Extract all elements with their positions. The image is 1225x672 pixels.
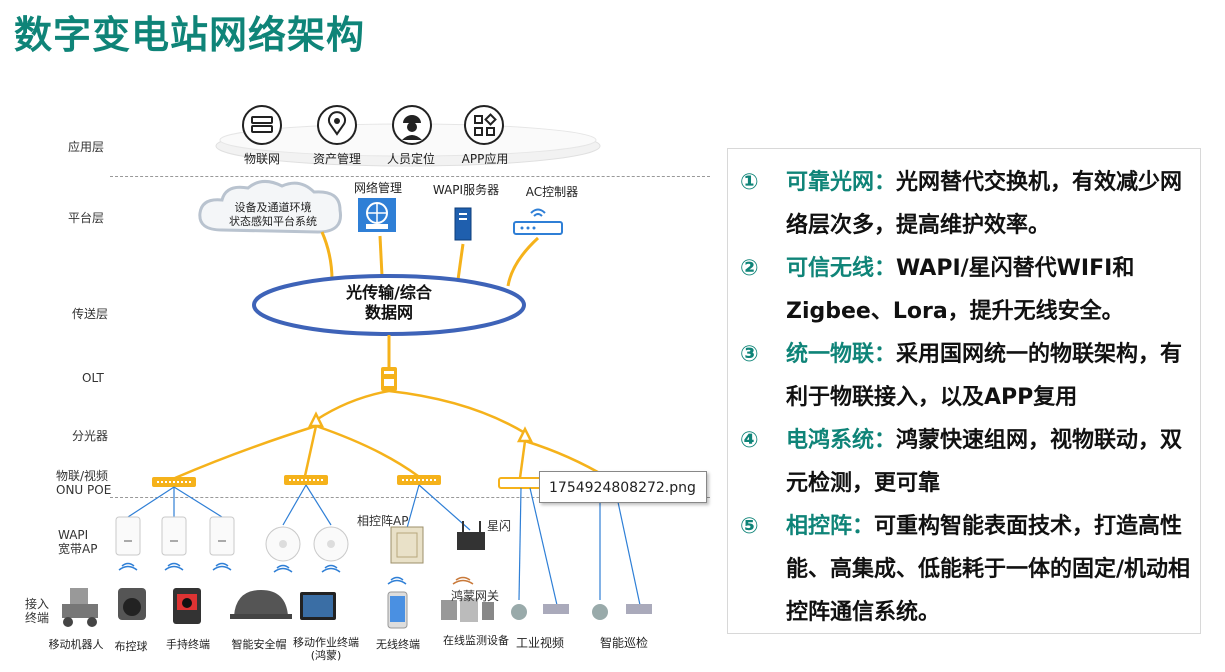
layer-label-transport: 传送层 bbox=[72, 307, 109, 321]
smart-helmet-icon bbox=[230, 590, 292, 619]
key-point: ⑤ 相控阵：可重构智能表面技术，打造高性能、高集成、低能耗于一体的固定/机动相控… bbox=[740, 514, 1191, 625]
terminal-label: 移动机器人 bbox=[48, 638, 104, 651]
wapi-server-label: WAPI服务器 bbox=[432, 183, 500, 197]
filename-tooltip: 1754924808272.png bbox=[539, 471, 707, 503]
layer-label-platform: 平台层 bbox=[68, 211, 105, 225]
layer-label-splitter: 分光器 bbox=[72, 429, 109, 443]
layer-label-olt: OLT bbox=[82, 371, 104, 385]
wifi-controller-icon bbox=[513, 208, 563, 235]
server-icon bbox=[454, 207, 472, 241]
layer-divider bbox=[110, 497, 710, 498]
terminal-label: 手持终端 bbox=[166, 638, 210, 651]
tablet-terminal-icon bbox=[300, 592, 336, 620]
app-label-iot: 物联网 bbox=[243, 152, 280, 166]
app-label-personnel: 人员定位 bbox=[386, 152, 435, 166]
layer-label-ap: WAPI 宽带AP bbox=[58, 528, 98, 556]
handheld-terminal-icon bbox=[173, 588, 201, 624]
ptz-camera-ball-icon bbox=[118, 588, 146, 620]
xingshan-label: 星闪 bbox=[487, 519, 512, 533]
terminal-label: 工业视频 bbox=[515, 636, 564, 650]
wapi-ap-icon bbox=[161, 516, 187, 556]
onu-poe-switch-icon bbox=[397, 475, 441, 485]
layer-label-onu: 物联/视频 ONU POE bbox=[56, 469, 112, 497]
iot-router-icon bbox=[242, 105, 282, 145]
cloud-label: 设备及通道环境 状态感知平台系统 bbox=[229, 201, 317, 228]
hongmeng-gateway-label: 鸿蒙网关 bbox=[451, 589, 500, 603]
terminal-label: 在线监测设备 bbox=[443, 634, 509, 647]
terminal-label: 智能巡检 bbox=[599, 636, 648, 650]
terminal-label: 布控球 bbox=[114, 640, 148, 653]
hongmeng-signal-icon bbox=[452, 576, 474, 585]
industrial-camera-icon bbox=[511, 604, 569, 620]
key-points-panel: ① 可靠光网：光网替代交换机，有效减少网络层次多，提高维护效率。 ② 可信无线：… bbox=[727, 148, 1201, 634]
app-label-asset: 资产管理 bbox=[312, 152, 361, 166]
app-grid-icon bbox=[464, 105, 504, 145]
wapi-ap-icon bbox=[209, 516, 235, 556]
key-point: ① 可靠光网：光网替代交换机，有效减少网络层次多，提高维护效率。 bbox=[740, 170, 1183, 238]
wapi-ap-icon bbox=[115, 516, 141, 556]
terminal-label: 智能安全帽 bbox=[231, 638, 287, 651]
cloud-icon bbox=[198, 180, 343, 234]
wireless-terminal-icon bbox=[387, 591, 408, 629]
phased-array-ap-label: 相控阵AP bbox=[357, 514, 409, 528]
terminal-label: 移动作业终端 (鸿蒙) bbox=[293, 636, 359, 662]
app-label-app: APP应用 bbox=[461, 152, 509, 166]
net-mgmt-label: 网络管理 bbox=[353, 181, 402, 195]
location-pin-icon bbox=[317, 105, 357, 145]
transport-network-ring bbox=[252, 274, 526, 336]
transport-ring-label: 光传输/综合 数据网 bbox=[346, 283, 432, 322]
wapi-ap-icon bbox=[313, 526, 349, 562]
phased-array-ap-icon bbox=[390, 526, 424, 564]
key-point: ② 可信无线：WAPI/星闪替代WIFI和Zigbee、Lora，提升无线安全。 bbox=[740, 256, 1135, 324]
olt-device-icon bbox=[381, 367, 397, 391]
key-point: ③ 统一物联：采用国网统一的物联架构，有利于物联接入，以及APP复用 bbox=[740, 342, 1183, 410]
inspection-camera-icon bbox=[592, 604, 652, 620]
onu-poe-switch-icon bbox=[152, 477, 196, 487]
page-title: 数字变电站网络架构 bbox=[14, 13, 366, 57]
layer-label-app: 应用层 bbox=[68, 140, 105, 154]
ac-controller-label: AC控制器 bbox=[525, 185, 579, 199]
network-diagram bbox=[62, 105, 652, 629]
layer-label-access: 接入 终端 bbox=[25, 597, 50, 625]
splitter-icon bbox=[307, 411, 325, 428]
wireless-signal-icon bbox=[118, 562, 407, 585]
worker-helmet-icon bbox=[392, 105, 432, 145]
robot-icon bbox=[62, 588, 98, 627]
key-point: ④ 电鸿系统：鸿蒙快速组网，视物联动，双元检测，更可靠 bbox=[740, 428, 1183, 496]
xingshan-gateway-icon bbox=[457, 521, 485, 550]
terminal-label: 无线终端 bbox=[376, 638, 420, 651]
network-management-icon bbox=[358, 198, 396, 232]
wapi-ap-icon bbox=[265, 526, 301, 562]
online-monitoring-device-icon bbox=[441, 598, 494, 622]
onu-poe-switch-icon bbox=[284, 475, 328, 485]
onu-poe-switch-icon bbox=[498, 477, 544, 489]
layer-divider bbox=[110, 176, 710, 177]
